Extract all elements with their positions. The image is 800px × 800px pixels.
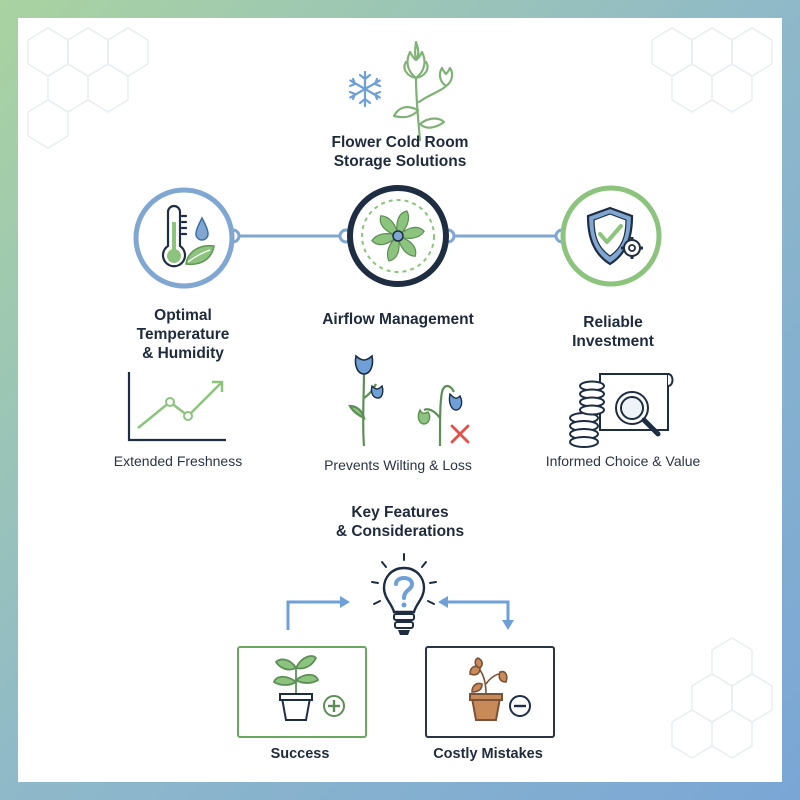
pillar-2-caption: Prevents Wilting & Loss (324, 457, 472, 473)
fan-icon (371, 210, 425, 262)
thermometer-droplet-leaf-icon (161, 204, 215, 268)
line-trend-icon (127, 372, 226, 442)
costly-mistakes-label: Costly Mistakes (433, 746, 543, 762)
feature-flow-arrows (286, 596, 514, 630)
main-title-line-2: Storage Solutions (333, 153, 467, 170)
main-title: Flower Cold Room Storage Solutions (280, 133, 520, 171)
healthy-plant-plus-icon (272, 655, 345, 721)
pillar-1-title-line-3: & Humidity (142, 345, 224, 362)
pillar-3-title: Reliable Investment (538, 313, 688, 351)
pillar-1-title-line-2: Temperature (136, 326, 230, 343)
shield-check-gear-icon (586, 206, 643, 266)
features-title: Key Features & Considerations (280, 503, 520, 541)
pillar-2-title: Airflow Management (308, 310, 488, 329)
main-title-line-1: Flower Cold Room (331, 134, 469, 151)
coins-magnifier-icon (569, 373, 674, 448)
success-label: Success (270, 746, 330, 762)
flower-icon (392, 40, 454, 142)
pillar-1-caption: Extended Freshness (113, 453, 243, 469)
pillar-2-title-line-1: Airflow Management (322, 311, 474, 328)
hexagon-pattern-bottom-right (671, 637, 773, 759)
lightbulb-question-icon (371, 553, 437, 635)
pillar-1-title: Optimal Temperature & Humidity (108, 306, 258, 363)
wilting-flower-icon (348, 354, 470, 447)
pillar-1-title-line-1: Optimal (154, 307, 212, 324)
pillar-3-title-line-2: Investment (572, 333, 654, 350)
snowflake-icon (348, 70, 382, 108)
features-title-line-2: & Considerations (335, 523, 465, 540)
wilted-plant-minus-icon (469, 657, 531, 721)
pillar-3-title-line-1: Reliable (583, 314, 643, 331)
features-title-line-1: Key Features (351, 504, 449, 521)
temperature-humidity-circle (133, 187, 235, 289)
hexagon-pattern-top-left (27, 27, 149, 149)
pillar-3-caption: Informed Choice & Value (545, 453, 701, 469)
infographic-canvas: Flower Cold Room Storage Solutions (18, 18, 782, 782)
hexagon-pattern-top-right (651, 27, 773, 113)
costly-mistakes-box (425, 646, 555, 738)
